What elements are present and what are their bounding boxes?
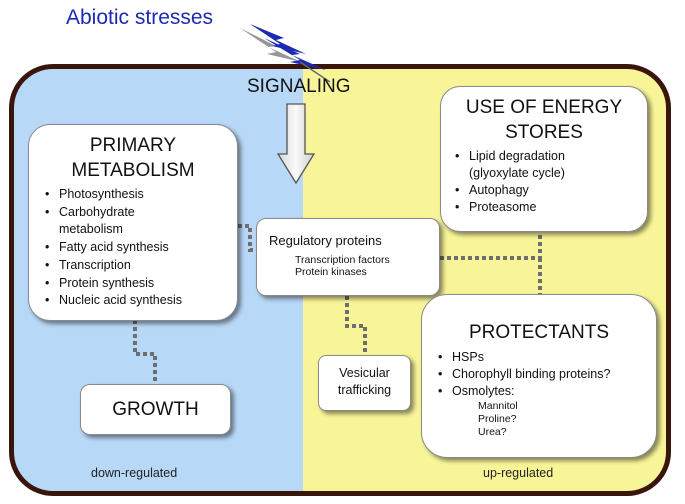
lightning-bolt-icon: [250, 24, 306, 54]
diagram-title: Abiotic stresses: [66, 6, 214, 29]
list-item: Carbohydrate metabolism: [43, 204, 182, 239]
protectants-title: PROTECTANTS: [468, 322, 610, 343]
list-item: HSPs: [436, 349, 610, 366]
primary-metabolism-title-line1: PRIMARY: [89, 135, 177, 156]
list-item: Autophagy: [453, 182, 565, 199]
list-item: Fatty acid synthesis: [43, 239, 182, 257]
list-item: Proteasome: [453, 199, 565, 216]
primary-metabolism-title-line2: METABOLISM: [71, 160, 195, 181]
list-item: Protein synthesis: [43, 275, 182, 293]
list-item: Chorophyll binding proteins?: [436, 366, 610, 383]
growth-title: GROWTH: [112, 399, 199, 420]
protectants-box: PROTECTANTS HSPs Chorophyll binding prot…: [421, 294, 657, 458]
energy-title-line1: USE OF ENERGY: [465, 97, 623, 118]
down-regulated-label: down-regulated: [91, 466, 178, 480]
primary-metabolism-box: PRIMARY METABOLISM Photosynthesis Carboh…: [28, 124, 238, 321]
regulatory-item: Protein kinases: [295, 266, 367, 278]
regulatory-proteins-title: Regulatory proteins: [269, 233, 382, 248]
signaling-label: SIGNALING: [247, 76, 351, 97]
vesicular-trafficking-box: Vesicular trafficking: [318, 355, 411, 411]
growth-box: GROWTH: [80, 384, 231, 435]
connector-regulatory-vesicular: [345, 296, 367, 357]
osmolyte-item: Mannitol: [478, 400, 518, 412]
list-item: Nucleic acid synthesis: [43, 292, 182, 310]
list-item-text: Carbohydrate: [59, 204, 135, 219]
regulatory-proteins-box: Regulatory proteins Transcription factor…: [256, 218, 440, 296]
up-regulated-label: up-regulated: [483, 466, 554, 480]
osmolytes-list: Mannitol Proline? Urea?: [452, 400, 610, 439]
list-item: Lipid degradation (glyoxylate cycle): [453, 148, 565, 182]
list-item-continuation: metabolism: [59, 222, 123, 237]
list-item-text: Osmolytes:: [452, 384, 515, 398]
lightning-to-signal-line: [299, 61, 331, 83]
list-item-text: Lipid degradation: [469, 149, 565, 163]
list-item: Osmolytes: Mannitol Proline? Urea?: [436, 383, 610, 439]
vesicular-line1: Vesicular: [339, 366, 390, 380]
vesicular-line2: trafficking: [337, 383, 392, 397]
lightning-bolt-shadow: [240, 28, 301, 62]
connector-primary-growth: [133, 320, 157, 385]
list-item: Photosynthesis: [43, 186, 182, 204]
osmolyte-item: Urea?: [478, 426, 507, 438]
protectants-list: HSPs Chorophyll binding proteins? Osmoly…: [436, 349, 610, 439]
osmolyte-item: Proline?: [478, 413, 517, 425]
energy-stores-box: USE OF ENERGY STORES Lipid degradation (g…: [440, 86, 648, 232]
primary-metabolism-list: Photosynthesis Carbohydrate metabolism Fa…: [43, 186, 182, 310]
list-item: Transcription: [43, 257, 182, 275]
connector-regulatory-energy: [440, 232, 542, 260]
energy-list: Lipid degradation (glyoxylate cycle) Auto…: [453, 148, 565, 216]
connector-primary-regulatory: [238, 224, 258, 252]
lightning-bolt-icon-2: [264, 38, 326, 70]
energy-title-line2: STORES: [505, 122, 583, 143]
regulatory-item: Transcription factors: [295, 254, 390, 266]
list-item-continuation: (glyoxylate cycle): [469, 166, 565, 180]
